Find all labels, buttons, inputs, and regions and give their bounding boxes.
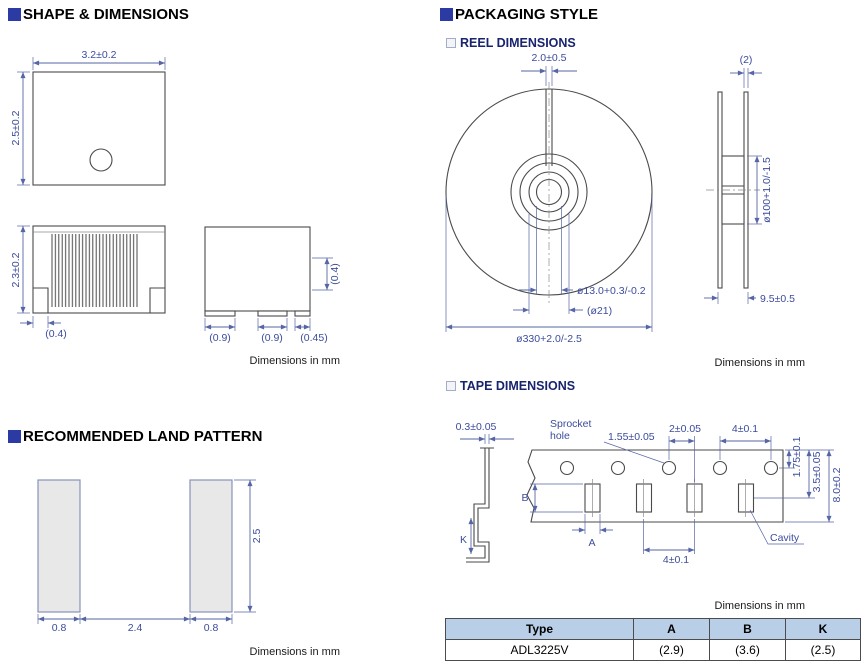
table-cell-type: ADL3225V <box>445 639 634 661</box>
table-cell-a: (2.9) <box>633 639 710 661</box>
dim-body-depth: 2.5±0.2 <box>10 110 22 145</box>
shape-dimensions-heading: SHAPE & DIMENSIONS <box>8 6 189 23</box>
dimensions-note-shape: Dimensions in mm <box>249 355 340 367</box>
dimensions-note-land: Dimensions in mm <box>249 646 340 658</box>
subheading-text: TAPE DIMENSIONS <box>460 379 576 393</box>
table-cell-k: (2.5) <box>785 639 861 661</box>
table-header-row: Type A B K <box>445 618 861 640</box>
subheading-text: REEL DIMENSIONS <box>460 36 576 50</box>
dim-b-label: B <box>521 492 528 504</box>
sprocket-hole <box>610 460 626 476</box>
tape-strip <box>526 449 784 523</box>
subheading-bullet-icon <box>446 381 456 391</box>
dim-a-label: A <box>588 537 595 549</box>
tape-profile <box>466 447 494 563</box>
tape-size-table: Type A B K ADL3225V (2.9) (3.6) (2.5) <box>445 618 861 661</box>
dim-body-height: 2.3±0.2 <box>10 252 22 287</box>
reel-side-view-drawing: (2) ø100+1.0/-1.5 9.5±0.5 <box>704 54 795 305</box>
land-pattern-drawing: 2.5 0.8 2.4 0.8 <box>37 479 263 634</box>
sprocket-hole-label: Sprocket <box>550 418 592 430</box>
dim-outer-diameter: ø330+2.0/-2.5 <box>516 333 582 345</box>
front-body-outline <box>204 226 311 312</box>
shape-front-view-drawing: (0.9) (0.9) (0.45) (0.4) <box>204 226 341 344</box>
dim-hole-pitch: 4±0.1 <box>732 423 758 435</box>
heading-bullet-icon <box>8 430 21 443</box>
subheading-bullet-icon <box>446 38 456 48</box>
dim-pad-height: 2.5 <box>251 529 263 544</box>
table-cell-b: (3.6) <box>709 639 786 661</box>
cavity-label: Cavity <box>770 532 800 544</box>
sprocket-hole <box>559 460 575 476</box>
terminal-right <box>149 287 165 313</box>
land-pad-left <box>37 479 81 613</box>
component-body-outline <box>32 71 166 186</box>
heading-text: RECOMMENDED LAND PATTERN <box>23 428 263 445</box>
land-pattern-heading: RECOMMENDED LAND PATTERN <box>8 428 262 445</box>
sprocket-hole-label2: hole <box>550 430 570 442</box>
table-header-b: B <box>709 618 786 640</box>
reel-front-view-drawing: 2.0±0.5 ø13.0+0.3/-0.2 (ø21) ø330+2.0/-2… <box>445 52 653 345</box>
dim-hole-diameter: 1.55±0.05 <box>608 431 655 443</box>
dim-pad-width-left: 0.8 <box>52 622 67 634</box>
dim-tape-width: 8.0±0.2 <box>831 467 843 502</box>
shape-side-view-drawing: 2.3±0.2 (0.4) <box>10 225 166 340</box>
dim-center-hole: ø13.0+0.3/-0.2 <box>577 285 646 297</box>
dim-pad-gap: 2.4 <box>128 622 143 634</box>
dim-hub-ring: (ø21) <box>587 305 612 317</box>
heading-text: SHAPE & DIMENSIONS <box>23 6 189 23</box>
dim-pin-right: (0.45) <box>300 332 327 344</box>
coil-winding-hatch <box>50 234 138 307</box>
tape-drawing: 0.3±0.05 K Sprocket hole 1.55±0.05 <box>456 418 843 566</box>
sprocket-hole <box>763 460 779 476</box>
dim-hole-to-cavity: 2±0.05 <box>669 423 701 435</box>
dim-hub-diameter: ø100+1.0/-1.5 <box>761 157 773 223</box>
dim-cavity-pitch: 4±0.1 <box>663 554 689 566</box>
table-header-k: K <box>785 618 861 640</box>
sprocket-hole <box>661 460 677 476</box>
table-header-a: A <box>633 618 710 640</box>
dim-pin-left: (0.9) <box>209 332 231 344</box>
dim-edge-to-cavity: 3.5±0.05 <box>811 451 823 492</box>
front-pin-left <box>204 310 236 317</box>
dimensions-note-tape: Dimensions in mm <box>714 600 805 612</box>
dim-flange-thickness: (2) <box>740 54 753 66</box>
dim-slot-width: 2.0±0.5 <box>532 52 567 64</box>
sprocket-hole <box>712 460 728 476</box>
terminal-left <box>33 287 49 313</box>
dim-k-label: K <box>460 534 467 546</box>
table-row: ADL3225V (2.9) (3.6) (2.5) <box>445 639 861 661</box>
tape-dimensions-subheading: TAPE DIMENSIONS <box>446 379 575 393</box>
heading-bullet-icon <box>8 8 21 21</box>
component-marking-circle <box>89 148 113 172</box>
dim-tape-thickness: 0.3±0.05 <box>456 421 497 433</box>
table-header-type: Type <box>445 618 634 640</box>
heading-bullet-icon <box>440 8 453 21</box>
dimensions-note-reel: Dimensions in mm <box>714 357 805 369</box>
front-pin-right <box>294 310 311 317</box>
dim-pin-middle: (0.9) <box>261 332 283 344</box>
dim-terminal-width: (0.4) <box>45 328 67 340</box>
dim-reel-width: 9.5±0.5 <box>760 293 795 305</box>
dim-body-width: 3.2±0.2 <box>82 49 117 61</box>
cavity-pocket <box>737 483 755 513</box>
reel-dimensions-subheading: REEL DIMENSIONS <box>446 36 576 50</box>
land-pad-right <box>189 479 233 613</box>
packaging-style-heading: PACKAGING STYLE <box>440 6 598 23</box>
dim-pin-height: (0.4) <box>329 263 341 285</box>
heading-text: PACKAGING STYLE <box>455 6 599 23</box>
dim-pad-width-right: 0.8 <box>204 622 219 634</box>
dim-edge-to-hole: 1.75±0.1 <box>791 436 803 477</box>
front-pin-middle <box>257 310 288 317</box>
cavity-pocket <box>635 483 653 513</box>
shape-top-view-drawing: 3.2±0.2 2.5±0.2 <box>10 49 166 186</box>
